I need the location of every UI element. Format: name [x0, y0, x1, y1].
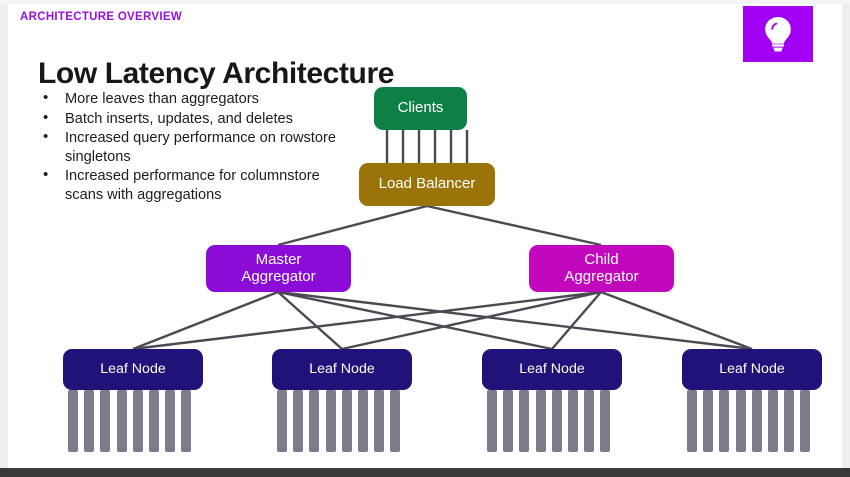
- bullet-list: More leaves than aggregators Batch inser…: [38, 89, 338, 206]
- disk-array-0: [68, 390, 192, 452]
- node-master-aggregator-label: Master Aggregator: [241, 250, 316, 286]
- left-margin: [0, 0, 8, 468]
- disk: [84, 390, 95, 452]
- node-clients[interactable]: Clients: [374, 87, 467, 130]
- disk: [165, 390, 176, 452]
- disk: [519, 390, 530, 452]
- node-clients-label: Clients: [397, 99, 444, 117]
- list-item: More leaves than aggregators: [38, 89, 338, 109]
- disk: [341, 390, 352, 452]
- node-leaf-0[interactable]: Leaf Node: [63, 349, 203, 390]
- page-title: Low Latency Architecture: [38, 57, 395, 91]
- disk-array-2: [487, 390, 611, 452]
- disk: [487, 390, 497, 452]
- disk: [357, 390, 368, 452]
- node-load-balancer-label: Load Balancer: [378, 175, 476, 193]
- disk: [703, 390, 714, 452]
- disk: [584, 390, 595, 452]
- list-item: Increased query performance on rowstore …: [38, 128, 338, 166]
- top-margin: [0, 0, 850, 4]
- disk: [100, 390, 111, 452]
- disk: [325, 390, 336, 452]
- node-leaf-2[interactable]: Leaf Node: [482, 349, 622, 390]
- disk: [600, 390, 611, 452]
- disk: [181, 390, 192, 452]
- node-leaf-0-label: Leaf Node: [100, 360, 166, 377]
- node-load-balancer[interactable]: Load Balancer: [359, 163, 495, 206]
- disk: [687, 390, 697, 452]
- disk: [68, 390, 78, 452]
- node-child-aggregator-label: Child Aggregator: [564, 250, 639, 286]
- child-aggregator-line-2: Aggregator: [564, 267, 639, 285]
- bottom-band: [0, 468, 850, 477]
- master-aggregator-line-2: Aggregator: [241, 267, 316, 285]
- disk: [751, 390, 762, 452]
- disk: [535, 390, 546, 452]
- eyebrow-label: ARCHITECTURE OVERVIEW: [20, 11, 182, 23]
- disk: [767, 390, 778, 452]
- disk: [719, 390, 730, 452]
- node-master-aggregator[interactable]: Master Aggregator: [206, 245, 351, 292]
- right-margin: [842, 0, 850, 468]
- slide-canvas: ARCHITECTURE OVERVIEW Low Latency Archit…: [8, 4, 842, 468]
- node-leaf-3-label: Leaf Node: [719, 360, 785, 377]
- disk: [148, 390, 159, 452]
- node-leaf-1-label: Leaf Node: [309, 360, 375, 377]
- disk-array-3: [687, 390, 811, 452]
- disk: [390, 390, 401, 452]
- node-leaf-3[interactable]: Leaf Node: [682, 349, 822, 390]
- disk: [116, 390, 127, 452]
- list-item: Increased performance for columnstore sc…: [38, 166, 338, 204]
- disk: [293, 390, 304, 452]
- disk: [567, 390, 578, 452]
- node-leaf-1[interactable]: Leaf Node: [272, 349, 412, 390]
- master-aggregator-line-1: Master: [255, 250, 302, 268]
- lightbulb-icon: [765, 17, 791, 52]
- disk: [551, 390, 562, 452]
- disk: [784, 390, 795, 452]
- disk: [374, 390, 385, 452]
- disk: [132, 390, 143, 452]
- lightbulb-logo: [743, 6, 813, 62]
- list-item: Batch inserts, updates, and deletes: [38, 109, 338, 129]
- disk: [277, 390, 287, 452]
- node-child-aggregator[interactable]: Child Aggregator: [529, 245, 674, 292]
- node-leaf-2-label: Leaf Node: [519, 360, 585, 377]
- disk-array-1: [277, 390, 401, 452]
- disk: [735, 390, 746, 452]
- disk: [800, 390, 811, 452]
- disk: [503, 390, 514, 452]
- child-aggregator-line-1: Child: [584, 250, 619, 268]
- disk: [309, 390, 320, 452]
